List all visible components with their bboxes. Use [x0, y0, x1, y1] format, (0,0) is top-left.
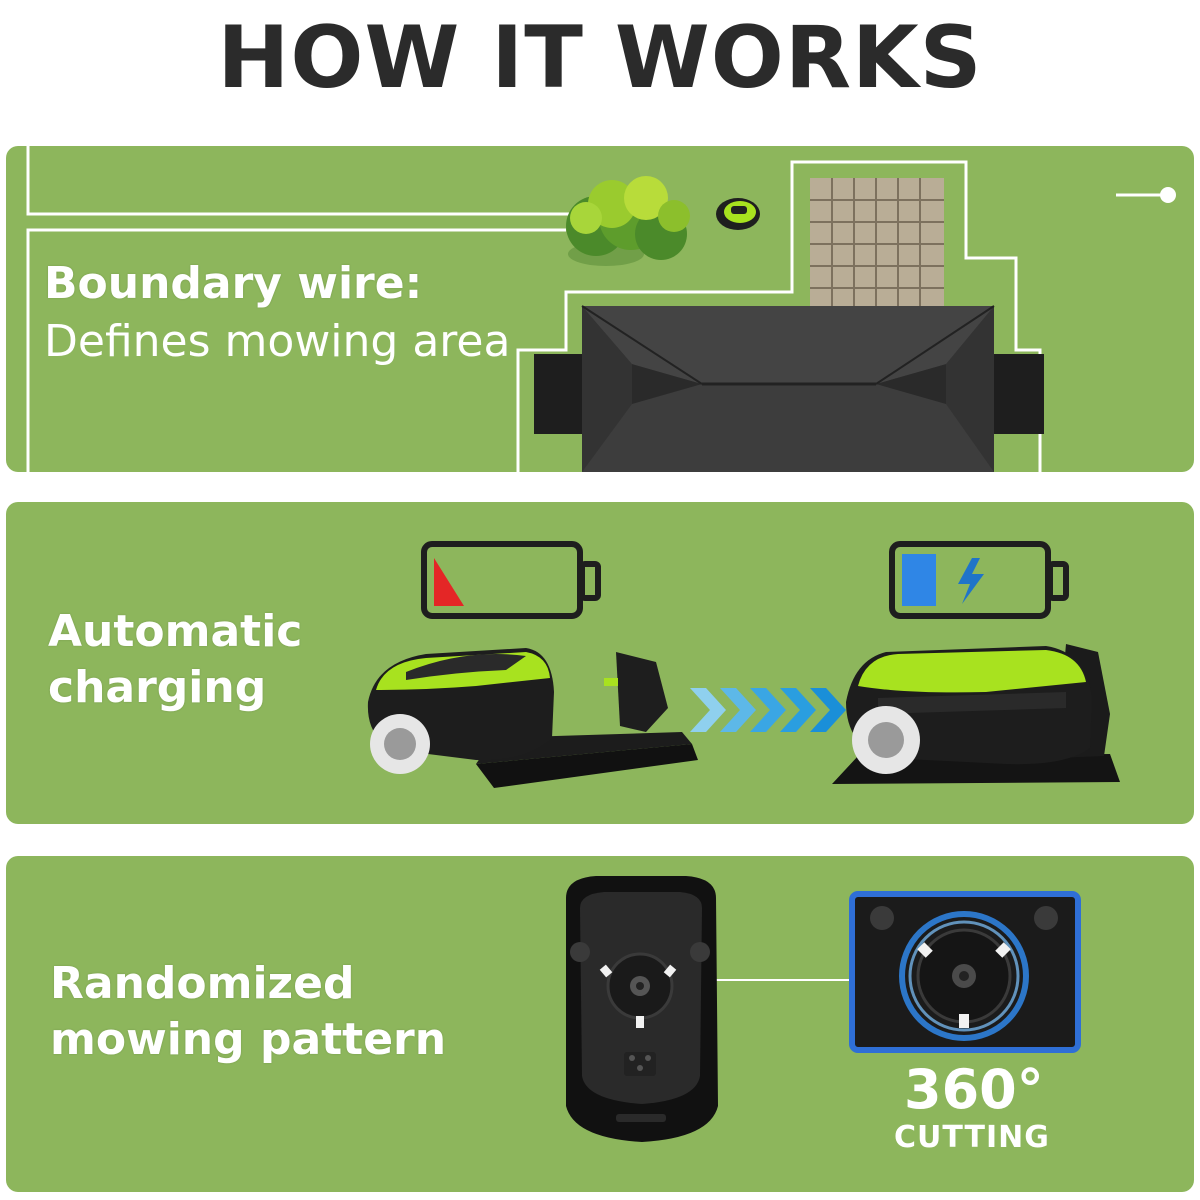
randomized-pattern-panel: Randomized mowing pattern 360° CUTTING — [6, 856, 1194, 1192]
mower-underside-illustration — [566, 876, 1081, 1142]
cutting-label: CUTTING — [894, 1120, 1050, 1155]
boundary-wire-inner — [26, 228, 566, 472]
patio-tiles — [810, 178, 944, 310]
wire-terminal-icon — [1160, 187, 1176, 203]
chevrons-icon — [690, 688, 846, 732]
page-title: HOW IT WORKS — [217, 8, 983, 108]
bush-icon — [566, 176, 690, 266]
mower-underside — [566, 876, 718, 1142]
mower-docked — [832, 644, 1120, 784]
battery-charging-icon — [889, 541, 1069, 619]
boundary-wire-outer — [26, 146, 576, 216]
boundary-map-illustration — [26, 146, 1176, 472]
charging-heading-line1: Automatic — [48, 606, 303, 657]
mower-left — [367, 648, 554, 774]
pattern-heading-line1: Randomized — [50, 958, 355, 1009]
automatic-charging-panel: Automatic charging — [6, 502, 1194, 824]
mower-icon — [716, 198, 760, 230]
cutting-angle-number: 360° — [904, 1058, 1044, 1121]
pattern-heading-line2: mowing pattern — [50, 1014, 447, 1065]
blade-zoom-frame — [849, 891, 1081, 1053]
charging-illustration — [367, 541, 1120, 788]
boundary-wire-house — [516, 160, 1042, 472]
battery-low-icon — [421, 541, 601, 619]
boundary-subtitle: Defines mowing area — [44, 316, 511, 367]
house-roof-icon — [534, 305, 1044, 472]
lightning-icon — [958, 558, 984, 604]
boundary-heading: Boundary wire: — [44, 258, 423, 309]
boundary-wire-panel: Boundary wire: Defines mowing area — [6, 146, 1194, 472]
charging-heading-line2: charging — [48, 662, 267, 713]
